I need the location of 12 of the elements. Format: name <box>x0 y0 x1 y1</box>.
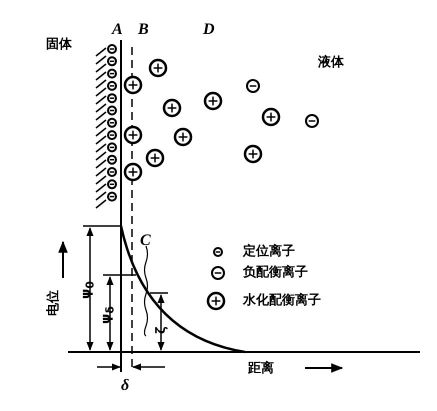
boundary-label: D <box>203 22 215 38</box>
dimension-label: δ <box>121 378 130 394</box>
region-label: 液体 <box>318 56 344 69</box>
boundary-label: B <box>138 22 149 38</box>
legend-label: 水化配衡离子 <box>243 294 321 307</box>
axis-label: 距离 <box>248 362 274 375</box>
legend-label: 定位离子 <box>243 245 295 258</box>
axis-label: 电位 <box>47 290 60 316</box>
boundary-label: A <box>112 22 123 38</box>
region-label: 固体 <box>46 38 72 51</box>
boundary-label: C <box>140 233 151 249</box>
legend-label: 负配衡离子 <box>243 266 308 279</box>
